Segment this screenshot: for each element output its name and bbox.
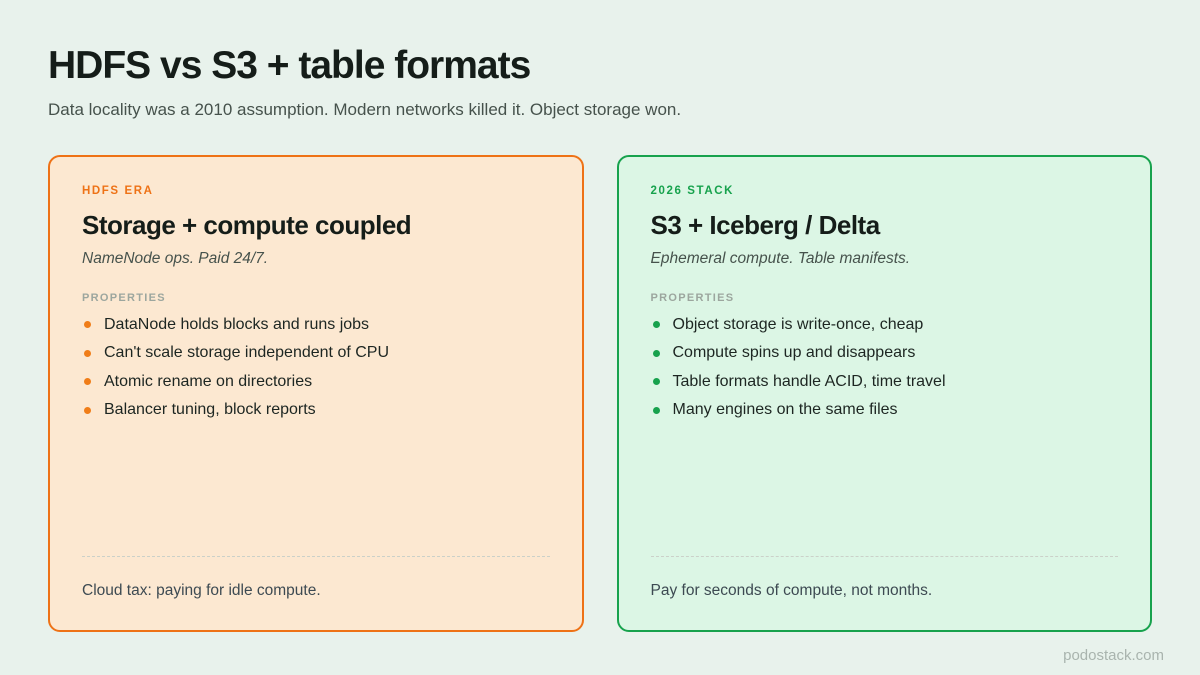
- list-item-text: Balancer tuning, block reports: [104, 401, 316, 419]
- bullet-dot-icon: [84, 406, 91, 414]
- card-eyebrow-label: 2026 STACK: [650, 184, 735, 197]
- dashed-divider: [82, 555, 550, 557]
- list-item-text: Object storage is write-once, cheap: [672, 315, 924, 333]
- card-title: S3 + Iceberg / Delta: [650, 209, 881, 240]
- bullet-dot-icon: [652, 321, 660, 329]
- properties-list: Object storage is write-once, cheap Comp…: [651, 316, 1119, 430]
- bullet-dot-icon: [652, 378, 660, 386]
- list-item: Object storage is write-once, cheap: [651, 316, 1119, 334]
- card-hdfs-era: HDFS ERA Storage + compute coupled NameN…: [48, 154, 584, 632]
- card-title: Storage + compute coupled: [82, 209, 412, 240]
- card-subtitle: Ephemeral compute. Table manifests.: [650, 249, 911, 267]
- card-footnote: Pay for seconds of compute, not months.: [650, 581, 933, 599]
- properties-label: PROPERTIES: [650, 291, 735, 304]
- card-2026-stack: 2026 STACK S3 + Iceberg / Delta Ephemera…: [616, 154, 1152, 632]
- card-eyebrow-label: HDFS ERA: [82, 184, 154, 197]
- list-item-text: Table formats handle ACID, time travel: [672, 372, 946, 390]
- list-item-text: Compute spins up and disappears: [672, 344, 916, 362]
- list-item-text: Can't scale storage independent of CPU: [104, 344, 390, 362]
- bullet-dot-icon: [652, 349, 660, 357]
- comparison-cards-row: HDFS ERA Storage + compute coupled NameN…: [48, 154, 1152, 632]
- bullet-dot-icon: [84, 321, 91, 329]
- card-footnote: Cloud tax: paying for idle compute.: [82, 581, 321, 599]
- list-item: Atomic rename on directories: [82, 373, 550, 391]
- list-item-text: Atomic rename on directories: [104, 372, 313, 390]
- properties-list: DataNode holds blocks and runs jobs Can'…: [82, 316, 550, 430]
- list-item: Balancer tuning, block reports: [82, 401, 550, 419]
- bullet-dot-icon: [652, 406, 660, 414]
- list-item: DataNode holds blocks and runs jobs: [82, 316, 550, 334]
- card-subtitle: NameNode ops. Paid 24/7.: [82, 249, 269, 267]
- page-title: HDFS vs S3 + table formats: [48, 44, 531, 87]
- bullet-dot-icon: [84, 349, 91, 357]
- list-item-text: Many engines on the same files: [672, 401, 898, 419]
- dashed-divider: [650, 555, 1118, 557]
- list-item: Compute spins up and disappears: [651, 344, 1119, 362]
- watermark-url: podostack.com: [1063, 647, 1164, 664]
- list-item: Table formats handle ACID, time travel: [651, 373, 1119, 391]
- bullet-dot-icon: [84, 378, 91, 386]
- properties-label: PROPERTIES: [82, 291, 166, 304]
- page-subtitle: Data locality was a 2010 assumption. Mod…: [48, 99, 682, 119]
- list-item-text: DataNode holds blocks and runs jobs: [104, 315, 370, 333]
- list-item: Can't scale storage independent of CPU: [82, 344, 550, 362]
- list-item: Many engines on the same files: [651, 401, 1119, 419]
